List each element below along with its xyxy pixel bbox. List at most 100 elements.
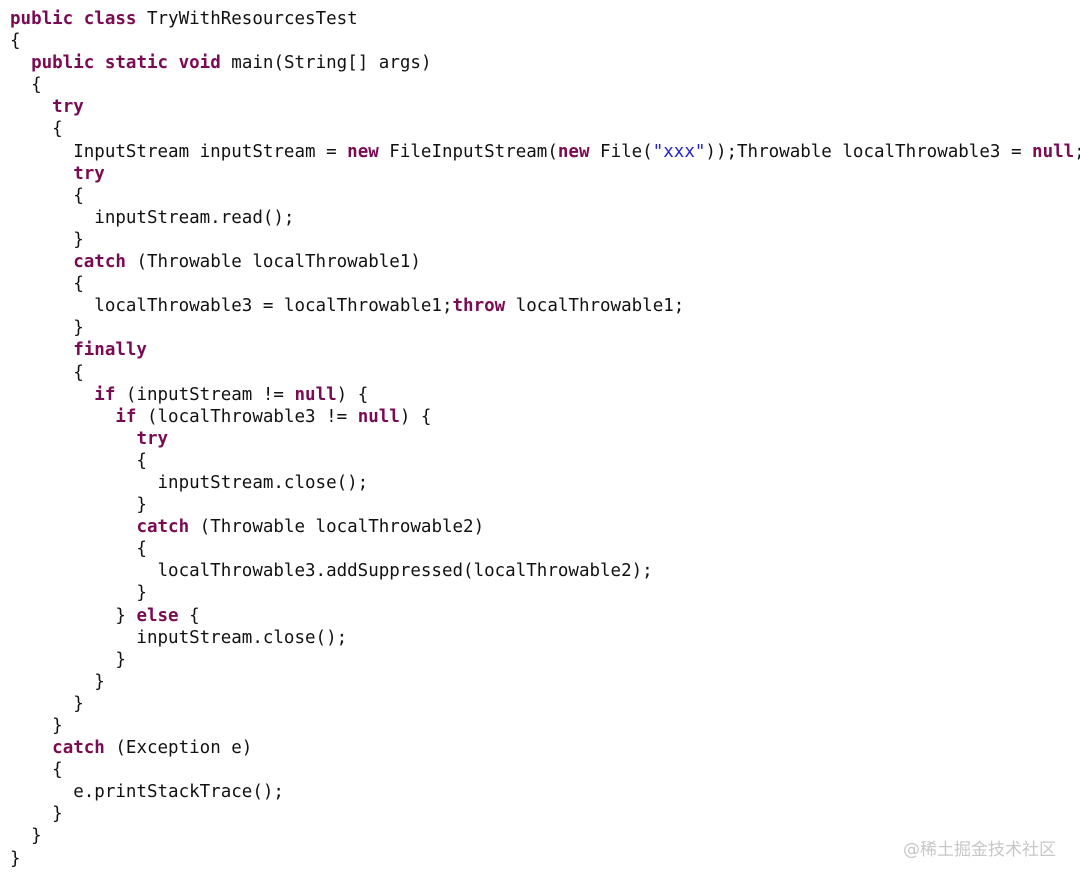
code-token: } <box>10 495 147 516</box>
code-token: (localThrowable3 != <box>136 406 358 427</box>
code-line: { <box>10 118 1080 140</box>
code-line: try <box>10 96 1080 118</box>
code-line: } <box>10 229 1080 251</box>
keyword-token: null <box>1032 141 1075 162</box>
code-token: { <box>10 185 84 206</box>
code-line: { <box>10 362 1080 384</box>
code-line: public static void main(String[] args) <box>10 52 1080 74</box>
keyword-token: try <box>73 163 105 184</box>
string-token: "xxx" <box>652 141 706 162</box>
code-token: e.printStackTrace(); <box>10 782 284 803</box>
code-token <box>10 385 94 405</box>
code-token: } <box>10 318 84 339</box>
keyword-token: if <box>115 406 137 427</box>
code-line: e.printStackTrace(); <box>10 781 1080 803</box>
keyword-token: null <box>294 384 337 405</box>
code-token: ) { <box>399 406 432 427</box>
code-token: inputStream.read(); <box>10 207 295 228</box>
code-line: } <box>10 693 1080 715</box>
keyword-token: public <box>31 53 95 74</box>
code-line: } <box>10 671 1080 693</box>
code-token: { <box>10 274 84 295</box>
code-line: try <box>10 428 1080 450</box>
code-line: try <box>10 163 1080 185</box>
code-token <box>10 252 73 272</box>
code-line: } else { <box>10 605 1080 627</box>
code-token: { <box>10 75 42 96</box>
code-token <box>10 517 136 537</box>
code-token: inputStream.close(); <box>10 627 348 648</box>
code-token: ));Throwable localThrowable3 = <box>705 141 1033 162</box>
code-token: FileInputStream( <box>378 141 558 162</box>
keyword-token: if <box>94 384 116 405</box>
code-token: (Throwable localThrowable2) <box>189 517 485 538</box>
code-line: inputStream.read(); <box>10 207 1080 229</box>
code-line: { <box>10 30 1080 52</box>
code-block: public class TryWithResourcesTest{ publi… <box>10 8 1080 870</box>
code-token: main(String[] args) <box>220 53 432 74</box>
code-token <box>10 407 115 427</box>
code-token: } <box>10 716 63 736</box>
keyword-token: try <box>52 97 84 118</box>
code-line: if (inputStream != null) { <box>10 384 1080 406</box>
code-line: { <box>10 538 1080 560</box>
code-line: { <box>10 759 1080 781</box>
keyword-token: catch <box>73 252 126 273</box>
code-line: catch (Throwable localThrowable2) <box>10 516 1080 538</box>
code-token: { <box>178 605 200 626</box>
code-token <box>94 53 105 73</box>
code-line: } <box>10 649 1080 671</box>
code-token: } <box>10 826 42 847</box>
code-token: } <box>10 671 105 692</box>
keyword-token: try <box>136 428 169 449</box>
code-token: File( <box>589 141 653 162</box>
code-token <box>10 738 52 758</box>
code-line: localThrowable3.addSuppressed(localThrow… <box>10 560 1080 582</box>
code-token: { <box>10 31 21 52</box>
code-token: (Exception e) <box>104 738 253 759</box>
code-line: public class TryWithResourcesTest <box>10 8 1080 30</box>
code-line: { <box>10 74 1080 96</box>
code-token: localThrowable1; <box>505 296 685 317</box>
code-line: InputStream inputStream = new FileInputS… <box>10 141 1080 163</box>
keyword-token: class <box>83 9 137 29</box>
code-token <box>10 164 73 184</box>
code-token: { <box>10 760 63 781</box>
code-token: (inputStream != <box>115 384 295 405</box>
code-line: } <box>10 494 1080 516</box>
code-line: } <box>10 582 1080 604</box>
code-token: } <box>10 804 63 825</box>
keyword-token: catch <box>136 517 190 538</box>
code-token <box>73 9 84 29</box>
code-line: { <box>10 450 1080 472</box>
code-line: } <box>10 715 1080 737</box>
code-token: } <box>10 229 84 250</box>
code-token: InputStream inputStream = <box>10 141 348 162</box>
code-token: localThrowable3 = localThrowable1; <box>10 296 453 317</box>
code-token <box>10 340 73 360</box>
keyword-token: null <box>357 406 400 427</box>
keyword-token: new <box>347 141 379 162</box>
code-line: inputStream.close(); <box>10 627 1080 649</box>
code-line: } <box>10 848 1080 870</box>
code-token <box>10 53 31 73</box>
code-token: { <box>10 539 147 560</box>
watermark-text: @稀土掘金技术社区 <box>903 840 1056 860</box>
code-token: (Throwable localThrowable1) <box>125 252 421 273</box>
code-token: { <box>10 119 63 140</box>
code-token: } <box>10 583 147 604</box>
keyword-token: new <box>557 141 590 162</box>
code-token <box>10 97 52 117</box>
code-line: { <box>10 185 1080 207</box>
code-line: finally <box>10 339 1080 361</box>
code-token: ; <box>1074 142 1080 162</box>
code-token: { <box>10 450 147 471</box>
code-token: } <box>10 605 137 626</box>
code-token: localThrowable3.addSuppressed(localThrow… <box>10 561 653 582</box>
code-line: if (localThrowable3 != null) { <box>10 406 1080 428</box>
code-line: } <box>10 803 1080 825</box>
code-line: catch (Throwable localThrowable1) <box>10 251 1080 273</box>
code-token: ) { <box>336 384 369 405</box>
code-token: inputStream.close(); <box>10 472 369 493</box>
code-token: { <box>10 362 84 383</box>
